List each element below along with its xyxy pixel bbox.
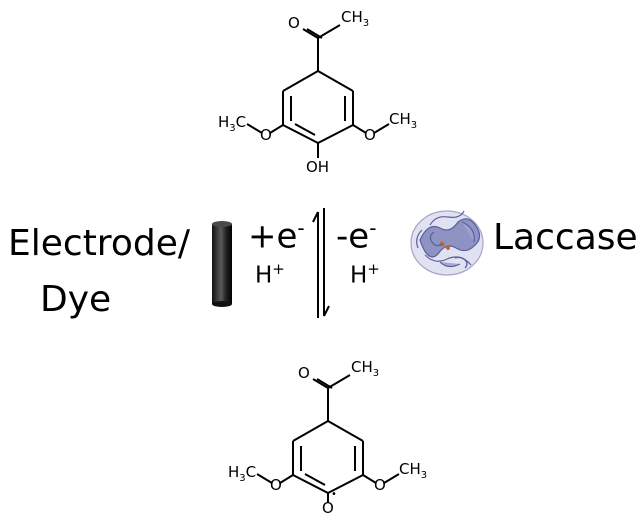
bottom-right-ether-oxygen: O: [374, 476, 386, 494]
oxidation-proton: H+: [350, 260, 380, 289]
bottom-acetyl-methyl: CH3: [351, 358, 379, 379]
top-molecule-acetosyringone: [246, 24, 390, 158]
reduction-proton: H+: [255, 260, 285, 289]
equilibrium-arrows-icon: [312, 208, 330, 318]
electrode-dye-label-line1: Electrode/: [8, 223, 190, 264]
bottom-left-methoxy-methyl: H3C: [228, 463, 256, 484]
bottom-right-methoxy-methyl: CH3: [399, 460, 427, 481]
laccase-protein-icon: [410, 210, 484, 276]
top-right-ether-oxygen: O: [364, 126, 376, 144]
bottom-radical-oxygen: O: [322, 499, 334, 514]
top-carbonyl-oxygen: O: [288, 14, 300, 32]
top-hydroxyl: OH: [306, 158, 329, 176]
bottom-carbonyl-oxygen: O: [298, 364, 310, 382]
reduction-electron: +e-: [248, 216, 305, 257]
top-right-methoxy-methyl: CH3: [389, 110, 417, 131]
oxidation-electron: -e-: [336, 216, 377, 257]
electrode-dye-label-line2: Dye: [40, 279, 112, 320]
radical-dot: •: [331, 489, 337, 500]
laccase-label: Laccase: [493, 217, 638, 258]
top-left-ether-oxygen: O: [260, 126, 272, 144]
top-left-methoxy-methyl: H3C: [218, 113, 246, 134]
top-acetyl-methyl: CH3: [341, 8, 369, 29]
electrode-icon: [212, 221, 232, 307]
bottom-molecule-phenoxy-radical: [256, 374, 400, 502]
bottom-left-ether-oxygen: O: [270, 476, 282, 494]
